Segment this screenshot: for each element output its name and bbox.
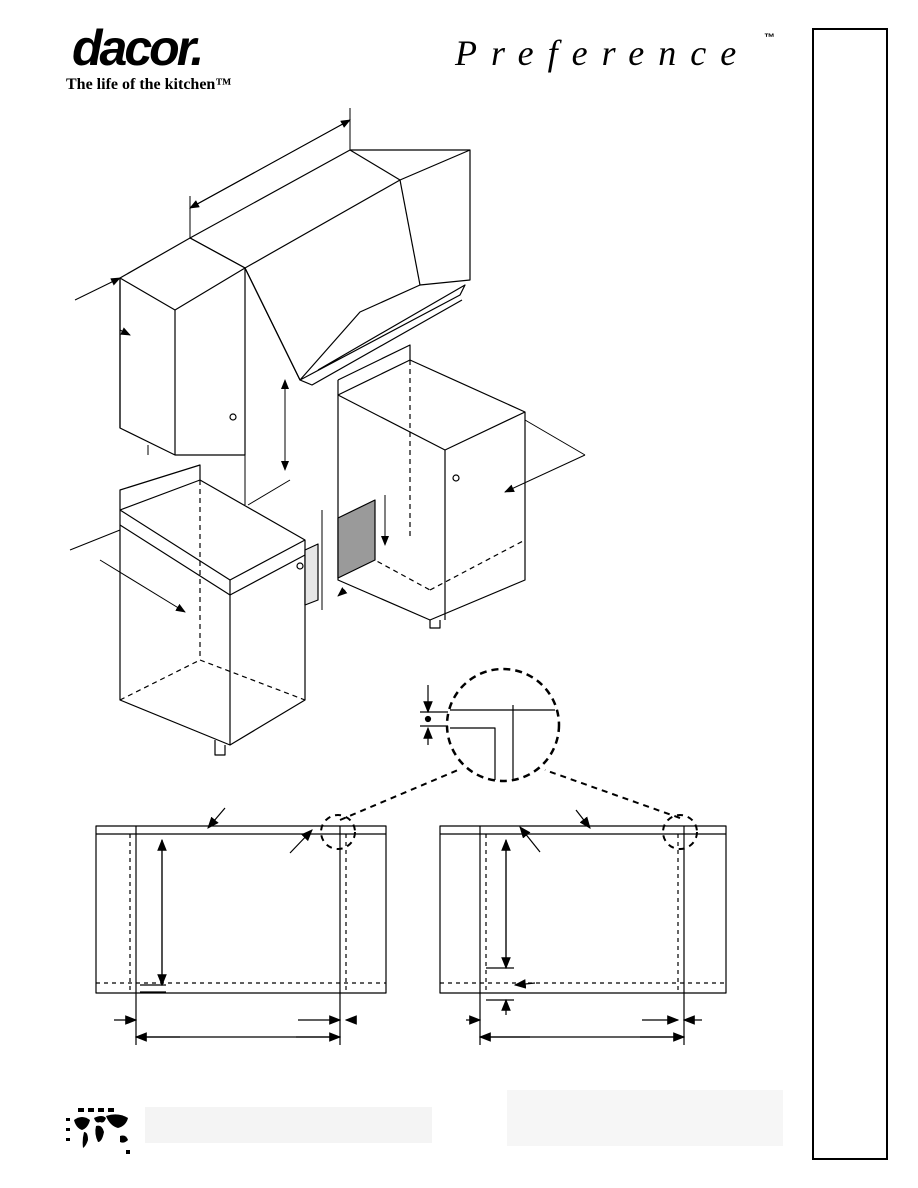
world-map-icon bbox=[66, 1108, 130, 1154]
footer-text-area-right bbox=[507, 1090, 783, 1146]
plan-view-right bbox=[439, 809, 727, 1045]
range-opening-panel bbox=[337, 499, 376, 579]
logo-wordmark: dacor. bbox=[72, 20, 204, 76]
footer-text-area-left bbox=[145, 1107, 432, 1143]
side-tab-frame bbox=[812, 28, 888, 1160]
dimension-lines bbox=[69, 108, 586, 613]
right-base-cabinet bbox=[337, 344, 526, 629]
detail-magnifier bbox=[339, 667, 681, 821]
plan-view-left bbox=[95, 807, 387, 1045]
logo-tagline: The life of the kitchen™ bbox=[66, 76, 232, 93]
product-line-title: Preference bbox=[455, 33, 751, 73]
upper-wall-cabinet bbox=[119, 237, 246, 456]
trademark-mark: ™ bbox=[764, 32, 775, 44]
dacor-logo: dacor. bbox=[72, 20, 272, 100]
left-base-cabinet bbox=[119, 464, 306, 756]
